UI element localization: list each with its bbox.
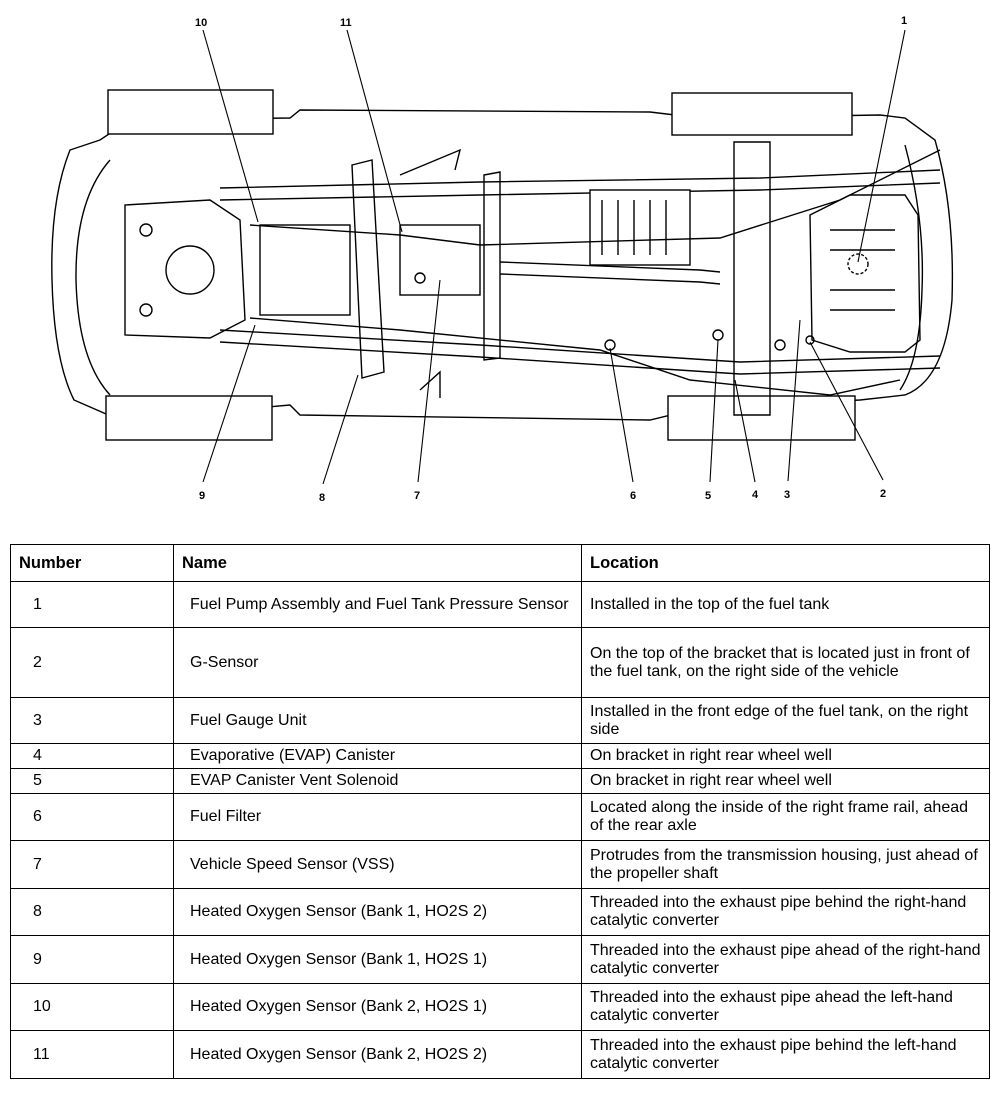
table-row: 3 Fuel Gauge Unit Installed in the front… [10, 697, 990, 744]
row-number: 1 [10, 581, 174, 628]
row-location: Located along the inside of the right fr… [581, 793, 990, 841]
center-crossmember [483, 171, 501, 361]
row-name: Fuel Gauge Unit [173, 697, 582, 744]
callout-6: 6 [630, 490, 636, 502]
row-number: 5 [10, 768, 174, 794]
callout-7: 7 [414, 490, 420, 502]
row-name: Heated Oxygen Sensor (Bank 2, HO2S 1) [173, 983, 582, 1031]
front-crossmember [351, 159, 385, 379]
underbody-illustration: 1 2 3 4 5 6 7 8 9 10 11 [51, 15, 954, 504]
callout-1: 1 [901, 15, 907, 27]
row-location: Threaded into the exhaust pipe ahead the… [581, 983, 990, 1031]
vehicle-body-outline [51, 109, 954, 421]
table-row: 9 Heated Oxygen Sensor (Bank 1, HO2S 1) … [10, 935, 990, 984]
row-location: Threaded into the exhaust pipe behind th… [581, 1030, 990, 1079]
callout-2: 2 [880, 488, 886, 500]
rear-crossmember [733, 141, 771, 416]
callout-3: 3 [784, 489, 790, 501]
callout-9: 9 [199, 490, 205, 502]
front-right-wheel [105, 395, 273, 441]
row-number: 6 [10, 793, 174, 841]
row-location: Threaded into the exhaust pipe ahead of … [581, 935, 990, 984]
row-location: Threaded into the exhaust pipe behind th… [581, 888, 990, 936]
callout-5: 5 [705, 490, 711, 502]
row-number: 9 [10, 935, 174, 984]
rear-right-wheel [667, 395, 856, 441]
callout-8: 8 [319, 492, 325, 504]
header-number: Number [10, 544, 174, 582]
row-number: 3 [10, 697, 174, 744]
row-name: Heated Oxygen Sensor (Bank 1, HO2S 1) [173, 935, 582, 984]
row-location: On bracket in right rear wheel well [581, 743, 990, 769]
table-row: 4 Evaporative (EVAP) Canister On bracket… [10, 743, 990, 769]
row-name: Heated Oxygen Sensor (Bank 2, HO2S 2) [173, 1030, 582, 1079]
exhaust-pipe [249, 149, 941, 246]
table-row: 5 EVAP Canister Vent Solenoid On bracket… [10, 768, 990, 794]
row-number: 10 [10, 983, 174, 1031]
callout-4: 4 [752, 489, 759, 501]
fuel-tank [809, 194, 921, 353]
table-row: 7 Vehicle Speed Sensor (VSS) Protrudes f… [10, 840, 990, 889]
header-location: Location [581, 544, 990, 582]
evap-canister-shape [589, 189, 691, 266]
callout-11: 11 [340, 17, 352, 29]
row-name: Fuel Pump Assembly and Fuel Tank Pressur… [173, 581, 582, 628]
table-row: 2 G-Sensor On the top of the bracket tha… [10, 627, 990, 698]
row-location: On bracket in right rear wheel well [581, 768, 990, 794]
component-location-table: Number Name Location 1 Fuel Pump Assembl… [10, 544, 990, 1079]
row-location: On the top of the bracket that is locate… [581, 627, 990, 698]
left-frame-rail [219, 169, 941, 189]
row-number: 2 [10, 627, 174, 698]
row-name: EVAP Canister Vent Solenoid [173, 768, 582, 794]
table-row: 8 Heated Oxygen Sensor (Bank 1, HO2S 2) … [10, 888, 990, 936]
row-location: Protrudes from the transmission housing,… [581, 840, 990, 889]
row-name: Heated Oxygen Sensor (Bank 1, HO2S 2) [173, 888, 582, 936]
transmission [259, 224, 351, 316]
engine-block [124, 199, 246, 339]
row-name: Evaporative (EVAP) Canister [173, 743, 582, 769]
propeller-shaft [499, 261, 721, 273]
row-number: 11 [10, 1030, 174, 1079]
row-name: G-Sensor [173, 627, 582, 698]
header-name: Name [173, 544, 582, 582]
table-row: 11 Heated Oxygen Sensor (Bank 2, HO2S 2)… [10, 1030, 990, 1079]
row-name: Fuel Filter [173, 793, 582, 841]
row-number: 4 [10, 743, 174, 769]
table-row: 1 Fuel Pump Assembly and Fuel Tank Press… [10, 581, 990, 628]
row-location: Installed in the top of the fuel tank [581, 581, 990, 628]
front-left-wheel [107, 89, 274, 135]
callout-10: 10 [195, 17, 207, 29]
row-number: 8 [10, 888, 174, 936]
row-name: Vehicle Speed Sensor (VSS) [173, 840, 582, 889]
row-location: Installed in the front edge of the fuel … [581, 697, 990, 744]
table-row: 6 Fuel Filter Located along the inside o… [10, 793, 990, 841]
table-row: 10 Heated Oxygen Sensor (Bank 2, HO2S 1)… [10, 983, 990, 1031]
rear-left-wheel [671, 92, 853, 136]
row-number: 7 [10, 840, 174, 889]
vehicle-underbody-diagram: 1 2 3 4 5 6 7 8 9 10 11 [0, 0, 1000, 520]
table-header-row: Number Name Location [10, 544, 990, 582]
